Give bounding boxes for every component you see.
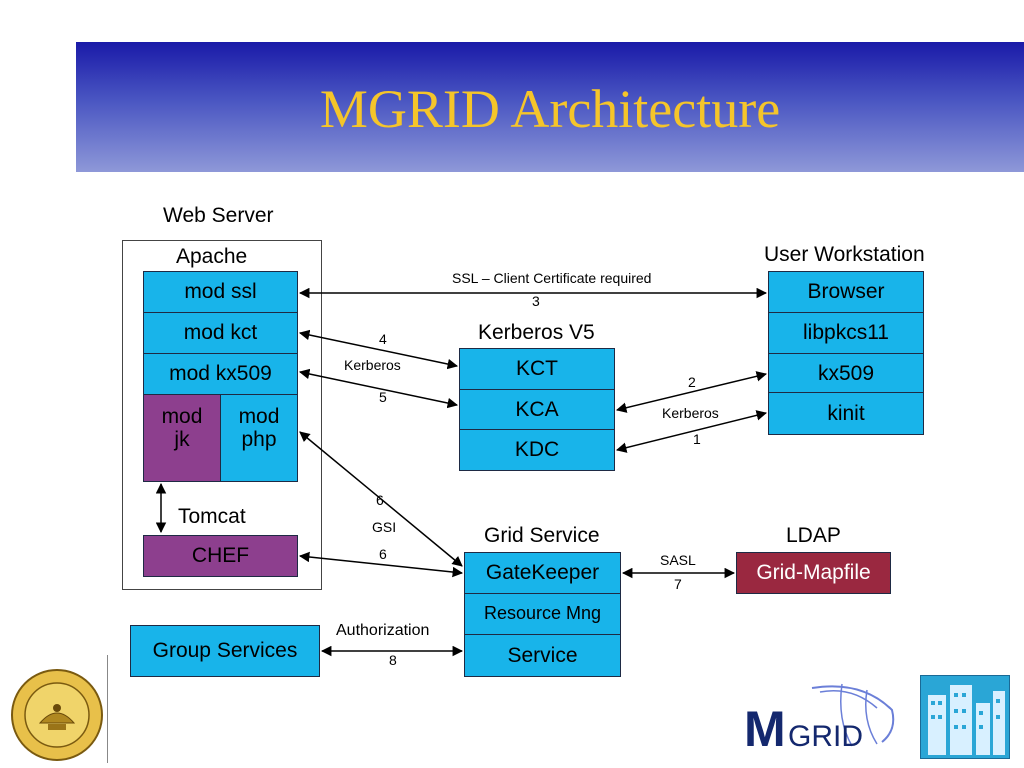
authorization-number: 8 <box>389 652 397 668</box>
apache-label: Apache <box>176 245 248 268</box>
tomcat-label: Tomcat <box>178 505 246 528</box>
kct-arrow <box>298 329 459 370</box>
city-building-icon <box>920 675 1010 759</box>
mod-kct-box: mod kct <box>143 312 298 354</box>
university-seal-icon <box>11 669 103 761</box>
libpkcs11-box: libpkcs11 <box>768 312 924 354</box>
sasl-label: SASL <box>660 552 696 568</box>
sasl-number: 7 <box>674 576 682 592</box>
authorization-label: Authorization <box>336 622 430 639</box>
group-services-box: Group Services <box>130 625 320 677</box>
logo-divider <box>107 655 108 763</box>
mod-php-box: mod php <box>220 394 298 482</box>
kct-box: KCT <box>459 348 615 390</box>
kinit-box: kinit <box>768 392 924 435</box>
kx509-box: kx509 <box>768 353 924 395</box>
slide-title: MGRID Architecture <box>319 79 781 139</box>
gatekeeper-box: GateKeeper <box>464 552 621 594</box>
mgrid-logo-icon: M GRID <box>744 683 895 752</box>
mod-php-line1: mod <box>238 405 280 428</box>
service-box: Service <box>464 634 621 677</box>
web-server-frame <box>122 240 322 590</box>
chef-gatekeeper-arrow <box>298 551 464 578</box>
mod-php-line2: php <box>241 428 277 452</box>
kinit-kdc-arrow <box>615 410 768 453</box>
browser-box: Browser <box>768 271 924 313</box>
user-workstation-label: User Workstation <box>764 243 925 266</box>
mgrid-logo-text: GRID <box>788 720 863 752</box>
mod-jk-line1: mod <box>161 405 203 428</box>
mod-kx509-box: mod kx509 <box>143 353 298 395</box>
title-bar: MGRID Architecture <box>76 42 1024 172</box>
grid-mapfile-box: Grid-Mapfile <box>736 552 891 594</box>
kx509-kca-arrow <box>615 371 768 413</box>
mod-ssl-box: mod ssl <box>143 271 298 313</box>
chef-box: CHEF <box>143 535 298 577</box>
grid-service-label: Grid Service <box>484 524 600 547</box>
kca-arrow <box>298 368 459 409</box>
ldap-label: LDAP <box>786 524 841 547</box>
mgrid-logo-m: M <box>744 701 786 752</box>
php-gatekeeper-arrow <box>299 431 463 567</box>
ssl-number: 3 <box>532 293 540 309</box>
mod-jk-box: mod jk <box>143 394 221 482</box>
ssl-label: SSL – Client Certificate required <box>452 270 652 286</box>
kerberos-v5-label: Kerberos V5 <box>478 321 595 344</box>
web-server-label: Web Server <box>163 204 274 227</box>
kdc-box: KDC <box>459 429 615 471</box>
mod-jk-line2: jk <box>174 428 190 452</box>
